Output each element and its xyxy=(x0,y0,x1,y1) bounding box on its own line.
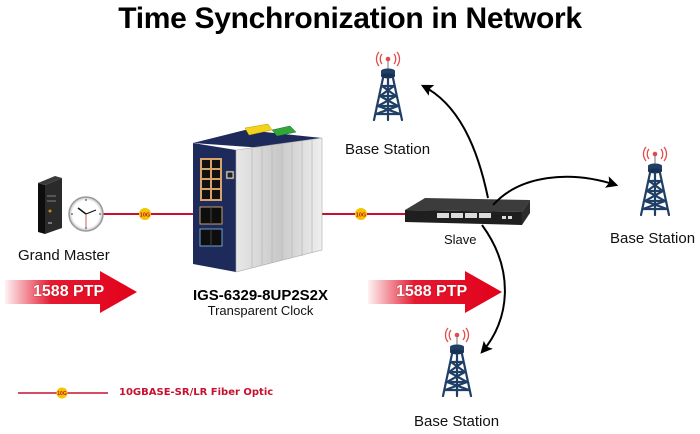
transparent-clock-role: Transparent Clock xyxy=(207,303,314,318)
badge-10g-1: 10G xyxy=(139,208,151,220)
cell-tower-icon-bottom xyxy=(441,326,473,398)
sync-arrow-to-right-station xyxy=(492,175,619,206)
badge-10g-2-text: 10G xyxy=(356,213,366,219)
legend-label: 10GBASE-SR/LR Fiber Optic xyxy=(119,387,274,398)
grand-master-label: Grand Master xyxy=(18,247,110,264)
badge-10g-1-text: 10G xyxy=(140,213,150,219)
sync-arrow-to-top-station xyxy=(420,84,489,199)
transparent-clock-model: IGS-6329-8UP2S2X xyxy=(192,287,329,304)
ptp-arrow-2-label: 1588 PTP xyxy=(396,283,468,300)
ptp-arrow-1 xyxy=(5,271,137,313)
cell-tower-icon-top xyxy=(372,50,404,122)
industrial-switch-icon xyxy=(193,123,323,273)
diagram-title: Time Synchronization in Network xyxy=(118,2,582,35)
slave-label: Slave xyxy=(444,232,477,247)
ptp-arrow-2 xyxy=(368,271,502,313)
badge-10g-2: 10G xyxy=(355,208,367,220)
base-station-label-bottom: Base Station xyxy=(414,413,500,430)
sync-arrow-to-bottom-station xyxy=(480,224,506,354)
base-station-label-right: Base Station xyxy=(610,230,696,247)
base-station-label-top: Base Station xyxy=(345,141,431,158)
ptp-arrow-1-label: 1588 PTP xyxy=(33,283,105,300)
server-with-clock-icon xyxy=(38,176,104,234)
rack-switch-icon xyxy=(405,198,530,225)
cell-tower-icon-right xyxy=(639,145,671,217)
legend-badge-text: 10G xyxy=(57,391,67,397)
legend-line-sample: 10G xyxy=(18,387,108,399)
